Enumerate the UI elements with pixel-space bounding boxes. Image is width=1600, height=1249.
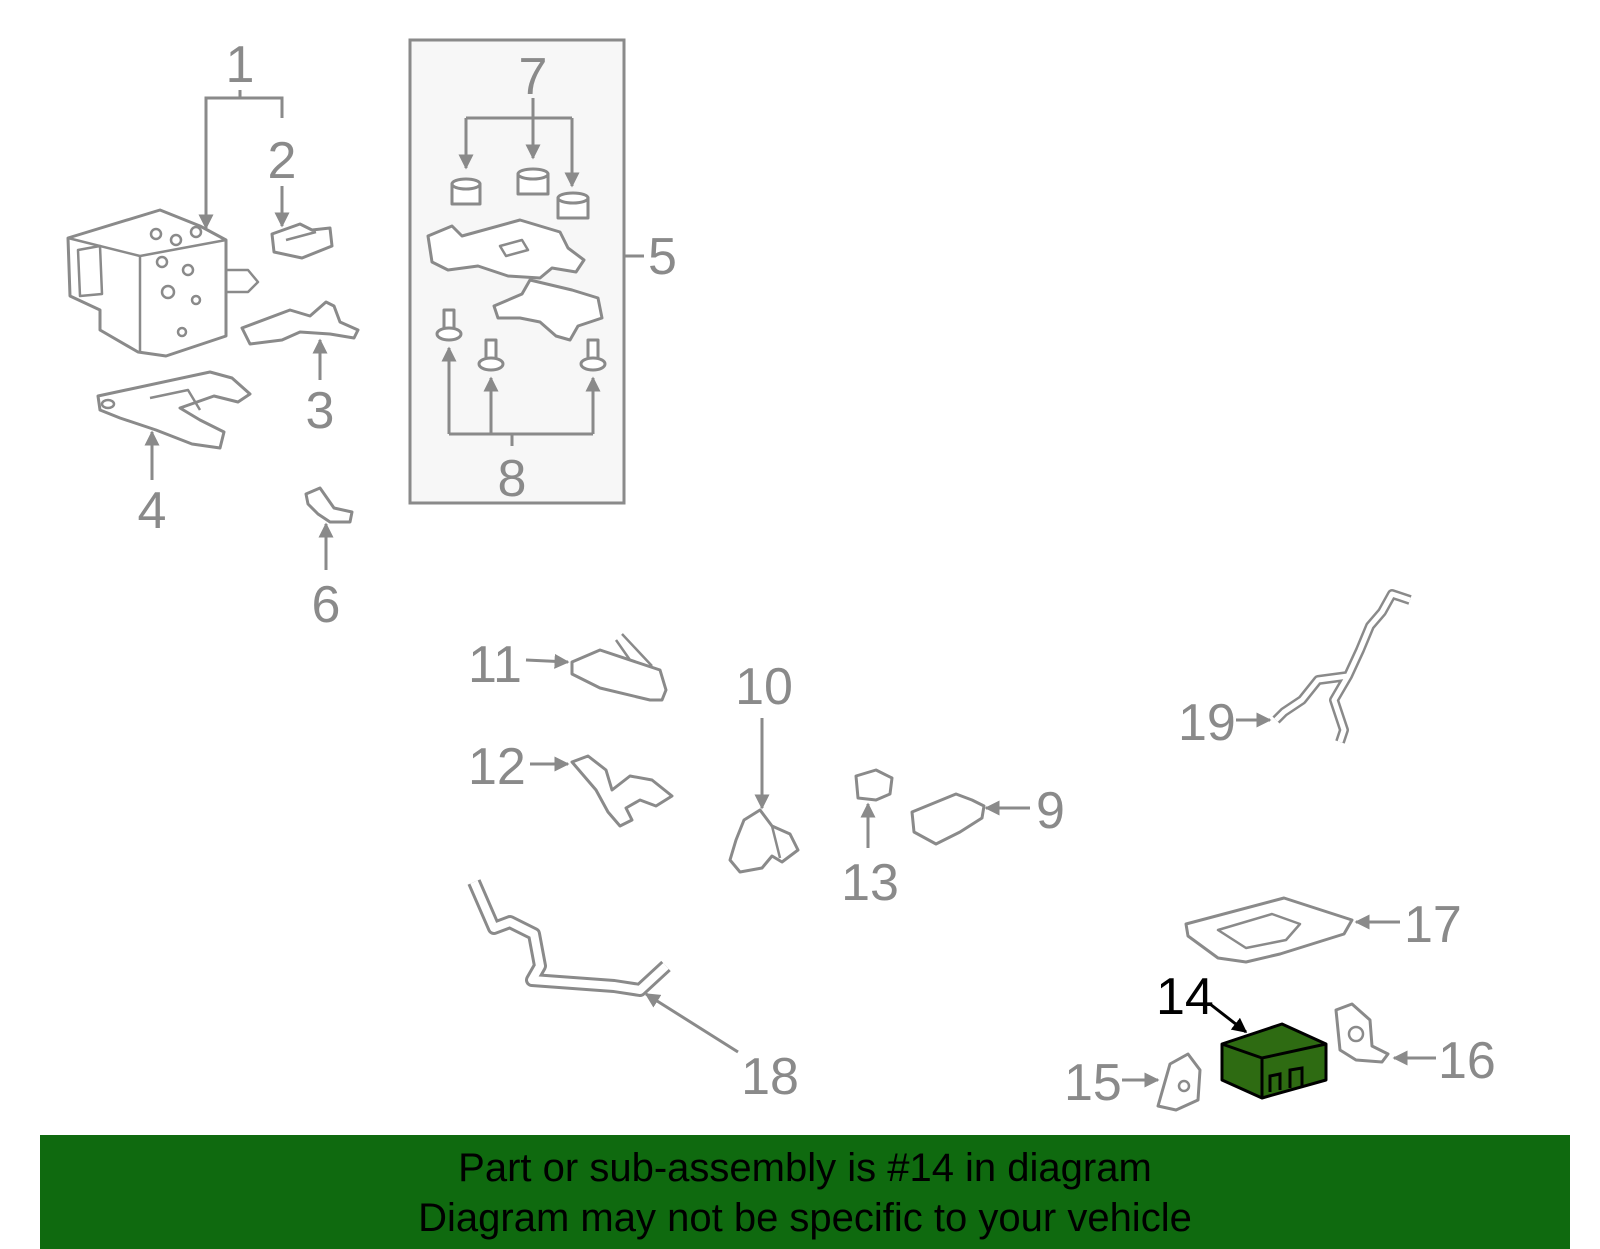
callout-10[interactable]: 10 (735, 658, 793, 716)
part-12-bracket[interactable] (570, 754, 674, 828)
part-18-wiring-harness[interactable] (467, 879, 671, 997)
part-19-wiring-harness[interactable] (1272, 589, 1412, 744)
part-14-control-module[interactable] (1220, 1022, 1328, 1100)
info-banner: Part or sub-assembly is #14 in diagram D… (40, 1135, 1570, 1249)
part-17-tray[interactable] (1184, 896, 1354, 964)
callout-12[interactable]: 12 (468, 738, 526, 796)
leader-1 (198, 90, 242, 230)
callout-3[interactable]: 3 (306, 382, 335, 440)
callout-11[interactable]: 11 (468, 636, 522, 694)
part-13-clip[interactable] (854, 768, 894, 802)
part-5-kit-bracket[interactable] (426, 218, 604, 342)
callout-9[interactable]: 9 (1036, 782, 1065, 840)
callout-13[interactable]: 13 (841, 854, 899, 912)
callout-18[interactable]: 18 (741, 1048, 799, 1106)
leader-8 (449, 432, 593, 446)
part-1-abs-modulator[interactable] (66, 208, 260, 358)
banner-line-disclaimer: Diagram may not be specific to your vehi… (418, 1196, 1192, 1240)
part-6-clip[interactable] (304, 486, 354, 524)
callout-19[interactable]: 19 (1178, 694, 1236, 752)
callout-14[interactable]: 14 (1156, 968, 1214, 1026)
callout-16[interactable]: 16 (1438, 1032, 1496, 1090)
part-3-bracket[interactable] (240, 300, 360, 346)
part-9-sensor[interactable] (910, 792, 986, 846)
callout-5[interactable]: 5 (648, 228, 677, 286)
callout-17[interactable]: 17 (1404, 896, 1462, 954)
banner-line-part: Part or sub-assembly is #14 in diagram (458, 1146, 1152, 1190)
callout-2[interactable]: 2 (268, 132, 297, 190)
part-15-bracket[interactable] (1156, 1052, 1202, 1112)
part-16-bracket[interactable] (1334, 1002, 1390, 1064)
part-8-bolts[interactable] (435, 308, 607, 372)
part-7-grommets[interactable] (450, 167, 590, 220)
part-11-sensor[interactable] (570, 633, 668, 702)
leader-11 (525, 653, 570, 669)
callout-8[interactable]: 8 (498, 450, 527, 508)
callout-7[interactable]: 7 (519, 48, 548, 106)
callout-4[interactable]: 4 (138, 482, 167, 540)
part-10-sensor[interactable] (728, 808, 800, 874)
callout-6[interactable]: 6 (312, 576, 341, 634)
leader-18 (644, 992, 739, 1054)
part-2-bracket[interactable] (270, 222, 334, 260)
leader-14 (1209, 1002, 1248, 1034)
callout-15[interactable]: 15 (1064, 1054, 1122, 1112)
callout-1[interactable]: 1 (226, 36, 255, 94)
part-4-mounting-bracket[interactable] (96, 370, 252, 450)
